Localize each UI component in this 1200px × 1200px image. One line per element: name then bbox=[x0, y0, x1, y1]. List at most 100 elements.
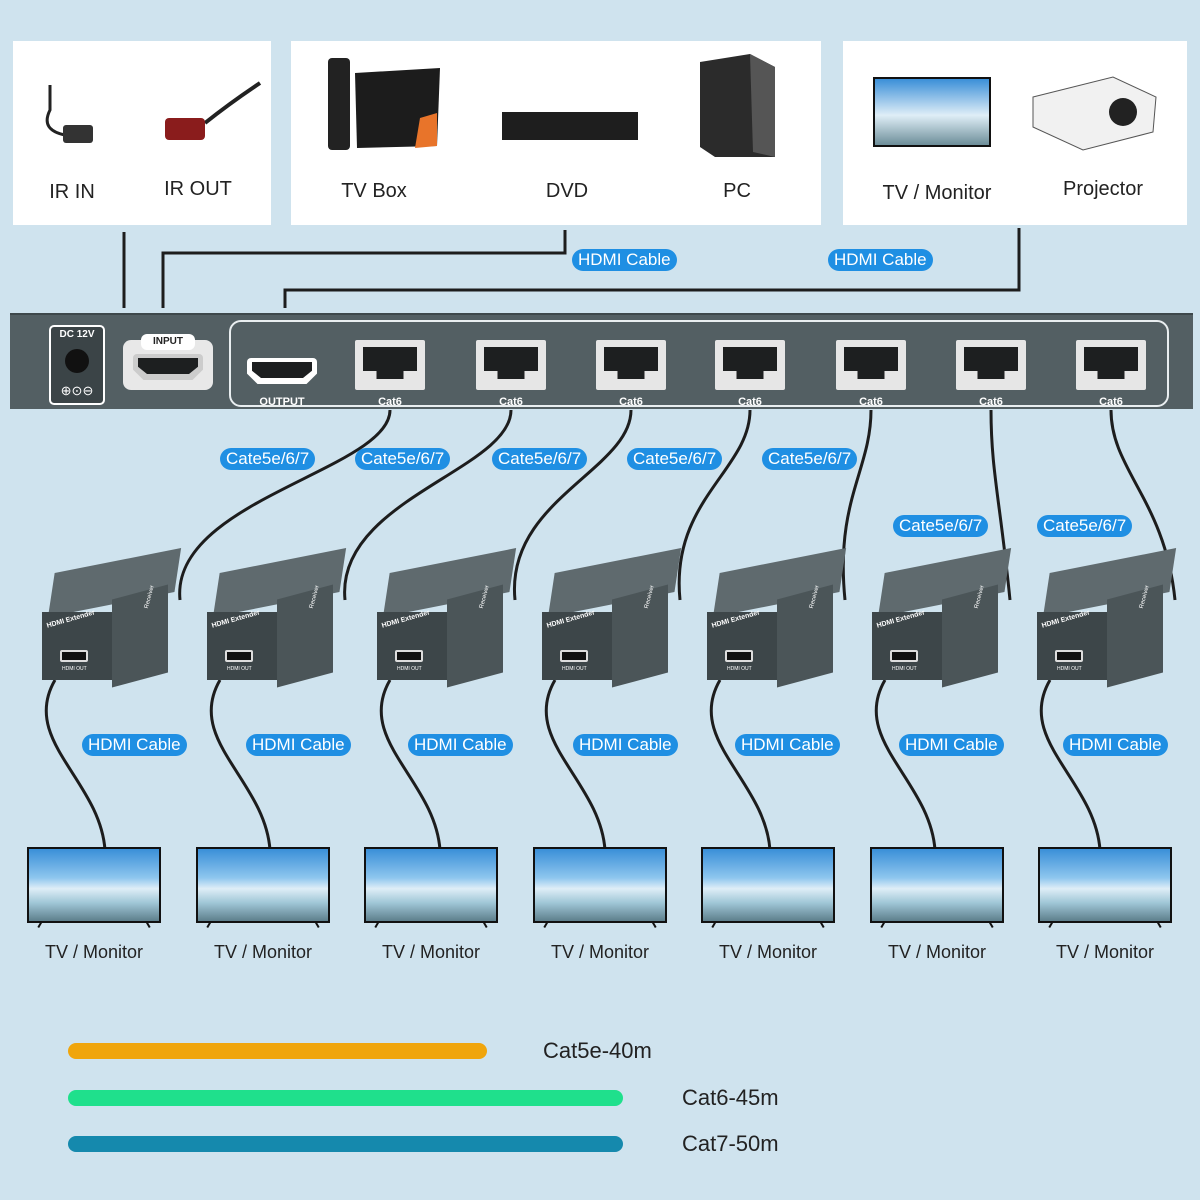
projector-icon bbox=[1032, 76, 1157, 151]
hdmi-out-port-icon bbox=[725, 650, 753, 662]
ir-receiver-icon bbox=[45, 85, 93, 143]
receiver-port-label: HDMI OUT bbox=[1057, 666, 1082, 672]
tv-monitor-icon bbox=[196, 847, 330, 923]
hdmi-cable-tag: HDMI Cable bbox=[572, 249, 677, 271]
cat-cable-tag: Cate5e/6/7 bbox=[220, 448, 316, 470]
receiver-port-label: HDMI OUT bbox=[227, 666, 252, 672]
receiver-front bbox=[42, 612, 112, 680]
tv-box-icon bbox=[328, 58, 440, 150]
rj45-port-icon bbox=[836, 340, 906, 390]
tv-monitor-icon bbox=[701, 847, 835, 923]
receiver-port-label: HDMI OUT bbox=[892, 666, 917, 672]
dvd-label: DVD bbox=[545, 180, 589, 202]
tv-monitor-icon bbox=[364, 847, 498, 923]
output-cable bbox=[283, 228, 1021, 308]
receiver-port-label: HDMI OUT bbox=[397, 666, 422, 672]
hdmi-cable-tag: HDMI Cable bbox=[899, 734, 1004, 756]
receiver-side bbox=[447, 584, 503, 688]
cat-cable-tag: Cate5e/6/7 bbox=[1037, 515, 1133, 537]
hdmi-cable bbox=[874, 679, 937, 851]
receiver-side bbox=[1107, 584, 1163, 688]
hdmi-out-port-icon bbox=[890, 650, 918, 662]
network-cable bbox=[178, 409, 392, 601]
receiver-side bbox=[277, 584, 333, 688]
port-label: Cat6 bbox=[499, 396, 523, 408]
rj45-port-icon bbox=[956, 340, 1026, 390]
receiver-port-label: HDMI OUT bbox=[62, 666, 87, 672]
hdmi-cable bbox=[379, 679, 442, 851]
hdmi-cable-tag: HDMI Cable bbox=[82, 734, 187, 756]
cat-cable-tag: Cate5e/6/7 bbox=[492, 448, 588, 470]
tv-monitor-icon bbox=[533, 847, 667, 923]
ir-emitter-icon bbox=[165, 81, 262, 140]
hdmi-splitter: DC 12V ⊕⊙⊖ INPUT OUTPUT Cat6 Cat6 Cat6 Cat6… bbox=[10, 313, 1193, 409]
cable-range-label: Cat6-45m bbox=[682, 1085, 779, 1110]
tv-monitor-label: TV / Monitor bbox=[44, 942, 144, 962]
port-label: Cat6 bbox=[979, 396, 1003, 408]
tv-monitor-label: TV / Monitor bbox=[718, 942, 818, 962]
port-label: Cat6 bbox=[619, 396, 643, 408]
ir-out-cable bbox=[161, 230, 567, 308]
receiver-front bbox=[707, 612, 777, 680]
hdmi-cable bbox=[1039, 679, 1102, 851]
network-cable bbox=[343, 409, 513, 601]
hdmi-input-icon bbox=[133, 354, 203, 380]
hdmi-out-port-icon bbox=[60, 650, 88, 662]
receiver-side bbox=[942, 584, 998, 688]
receiver-front bbox=[542, 612, 612, 680]
network-cable bbox=[841, 409, 873, 601]
hdmi-cable bbox=[44, 679, 107, 851]
polarity-icon: ⊕⊙⊖ bbox=[60, 383, 94, 398]
tv-monitor-label: TV / Monitor bbox=[550, 942, 650, 962]
rj45-port-icon bbox=[355, 340, 425, 390]
hdmi-cable bbox=[209, 679, 272, 851]
hdmi-cable-tag: HDMI Cable bbox=[735, 734, 840, 756]
hdmi-cable-tag: HDMI Cable bbox=[246, 734, 351, 756]
cat-cable-tag: Cate5e/6/7 bbox=[355, 448, 451, 470]
input-port: INPUT bbox=[123, 334, 213, 390]
dc-power-port: DC 12V ⊕⊙⊖ bbox=[49, 325, 105, 405]
cat-cable-tag: Cate5e/6/7 bbox=[762, 448, 858, 470]
hdmi-cable bbox=[544, 679, 607, 851]
cable-range-label: Cat5e-40m bbox=[543, 1038, 652, 1063]
rj45-port-icon bbox=[1076, 340, 1146, 390]
hdmi-cable bbox=[709, 679, 772, 851]
tv-monitor-label: TV / Monitor bbox=[213, 942, 313, 962]
tv-monitor-label: TV / Monitor bbox=[1055, 942, 1155, 962]
hdmi-out-port-icon bbox=[225, 650, 253, 662]
cat-cable-tag: Cate5e/6/7 bbox=[893, 515, 989, 537]
hdmi-out-port-icon bbox=[1055, 650, 1083, 662]
tv-monitor-icon bbox=[870, 847, 1004, 923]
receiver-port-label: HDMI OUT bbox=[727, 666, 752, 672]
dvd-icon bbox=[502, 112, 638, 140]
ir-in-label: IR IN bbox=[49, 181, 95, 203]
ir-out-label: IR OUT bbox=[164, 178, 232, 200]
network-cable bbox=[677, 409, 752, 601]
pc-icon bbox=[700, 54, 775, 157]
hdmi-cable-tag: HDMI Cable bbox=[828, 249, 933, 271]
cable-range-bar bbox=[68, 1090, 623, 1106]
tv-monitor-icon bbox=[1038, 847, 1172, 923]
network-cable bbox=[513, 409, 633, 601]
hdmi-cable-tag: HDMI Cable bbox=[408, 734, 513, 756]
receiver-front bbox=[1037, 612, 1107, 680]
hdmi-out-port-icon bbox=[560, 650, 588, 662]
receiver-side bbox=[612, 584, 668, 688]
cat-cable-tag: Cate5e/6/7 bbox=[627, 448, 723, 470]
hdmi-out-port-icon bbox=[395, 650, 423, 662]
hdmi-output-icon bbox=[247, 358, 317, 384]
tv-monitor-label: TV / Monitor bbox=[887, 942, 987, 962]
port-label: Cat6 bbox=[378, 396, 402, 408]
input-label: INPUT bbox=[141, 334, 195, 350]
port-label: Cat6 bbox=[738, 396, 762, 408]
receiver-side bbox=[777, 584, 833, 688]
receiver-port-label: HDMI OUT bbox=[562, 666, 587, 672]
output-label: OUTPUT bbox=[259, 396, 305, 408]
projector-label: Projector bbox=[1062, 178, 1144, 200]
pc-label: PC bbox=[723, 180, 751, 202]
